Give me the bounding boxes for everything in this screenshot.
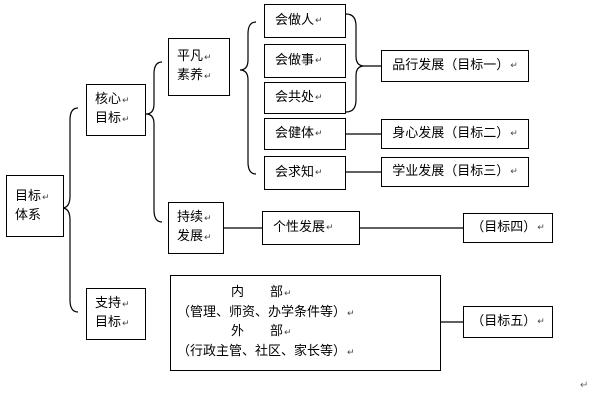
sustainable-development-box: 持续↵ 发展↵	[168, 202, 224, 254]
skill-box-coexist: 会共处↵	[264, 82, 346, 114]
core-line1: 核心↵	[95, 92, 130, 107]
inner-detail: （管理、师资、办学条件等）↵	[177, 304, 355, 320]
root-goal-system-box: 目标↵ 体系	[6, 175, 64, 237]
support-goal-box: 支持↵ 目标↵	[86, 288, 146, 340]
goal-five-box: （目标五）↵	[463, 306, 553, 338]
skill-box-behave: 会做人↵	[264, 4, 346, 38]
support-line2: 目标↵	[95, 315, 130, 330]
goal-two-box: 身心发展（目标二）↵	[381, 119, 529, 149]
goal-one-box: 品行发展（目标一）↵	[381, 50, 529, 82]
ordinary-line2: 素养↵	[177, 68, 212, 83]
goal-three-box: 学业发展（目标三）↵	[381, 157, 529, 187]
support-line1: 支持↵	[95, 296, 130, 311]
root-line2: 体系	[15, 207, 42, 223]
brace-core	[145, 61, 163, 223]
core-line2: 目标↵	[95, 111, 130, 126]
ordinary-line1: 平凡↵	[177, 49, 212, 64]
ordinary-literacy-box: 平凡↵ 素养↵	[168, 38, 230, 96]
brace-root	[61, 107, 79, 313]
outer-title: 外 部↵	[231, 324, 292, 340]
brace-ordinary	[239, 21, 257, 175]
skill-box-health: 会健体↵	[264, 118, 346, 150]
sustain-line1: 持续↵	[177, 210, 212, 225]
skill-box-learn: 会求知↵	[264, 156, 346, 190]
personal-development-box: 个性发展↵	[262, 211, 360, 245]
support-conditions-box: 内 部↵ （管理、师资、办学条件等）↵ 外 部↵ （行政主管、社区、家长等）↵	[170, 275, 441, 371]
outer-detail: （行政主管、社区、家长等）↵	[177, 343, 355, 359]
brace-skills	[345, 13, 365, 113]
sustain-line2: 发展↵	[177, 229, 212, 244]
core-goal-box: 核心↵ 目标↵	[86, 84, 146, 136]
paragraph-end-mark: ↵	[580, 380, 589, 391]
root-line1: 目标↵	[15, 188, 50, 204]
goal-four-box: （目标四）↵	[463, 213, 553, 243]
inner-title: 内 部↵	[231, 285, 292, 300]
skill-box-work: 会做事↵	[264, 44, 346, 78]
